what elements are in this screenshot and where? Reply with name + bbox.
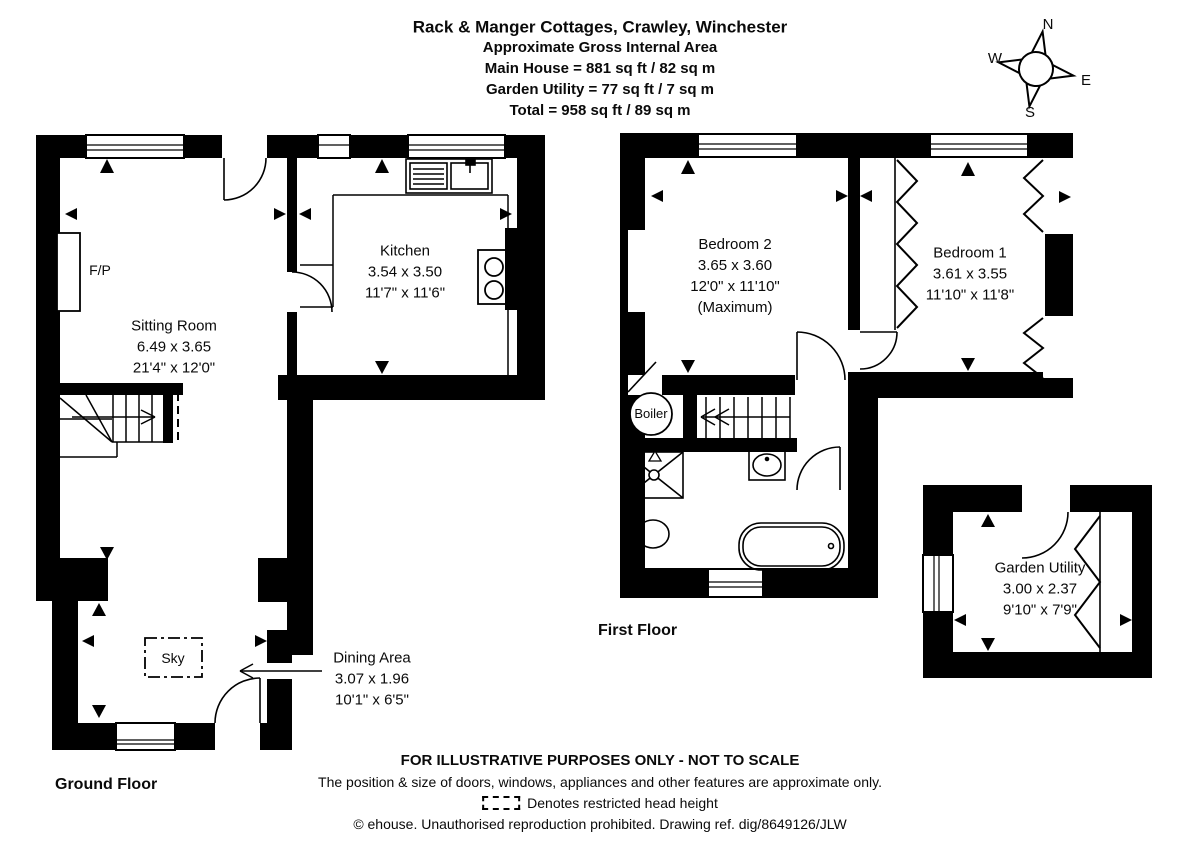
fireplace-label: F/P — [89, 262, 111, 278]
kitchen-label: Kitchen 3.54 x 3.50 11'7" x 11'6" — [365, 241, 445, 304]
compass-south-label: S — [1024, 104, 1036, 121]
restricted-head-height-icon — [482, 796, 521, 810]
room-dims-metric: 3.61 x 3.55 — [932, 265, 1008, 283]
footer-legend-text: Denotes restricted head height — [527, 795, 718, 811]
title-garden-utility-area: Garden Utility = 77 sq ft / 7 sq m — [486, 81, 714, 98]
garden-utility-door-opening — [1022, 485, 1070, 512]
front-door-swing — [223, 157, 267, 201]
room-dims-metric: 3.54 x 3.50 — [367, 263, 443, 281]
basin — [748, 448, 786, 481]
kitchen-sink — [405, 158, 493, 194]
room-dims-metric: 6.49 x 3.65 — [136, 338, 212, 356]
front-door-opening — [222, 135, 267, 158]
room-dims-imperial: 11'10" x 11'8" — [925, 286, 1015, 304]
wardrobe-recess-bottom — [1043, 316, 1073, 378]
compass-east-label: E — [1080, 72, 1092, 89]
sitting-room-label: Sitting Room 6.49 x 3.65 21'4" x 12'0" — [131, 316, 217, 379]
bedroom1-label: Bedroom 1 3.61 x 3.55 11'10" x 11'8" — [926, 243, 1014, 306]
garden-utility-label: Garden Utility 3.00 x 2.37 9'10" x 7'9" — [995, 558, 1086, 621]
bedroom2-label: Bedroom 2 3.65 x 3.60 12'0" x 11'10" (Ma… — [690, 234, 780, 318]
bedroom2-window — [697, 133, 798, 158]
ground-floor-stairs — [59, 394, 163, 458]
first-floor-doors — [627, 331, 898, 491]
page-title: Rack & Manger Cottages, Crawley, Winches… — [412, 17, 788, 37]
dining-label-arrow — [239, 663, 322, 679]
toilet — [620, 518, 670, 550]
room-dims-imperial: 12'0" x 11'10" — [690, 278, 780, 295]
title-main-house-area: Main House = 881 sq ft / 82 sq m — [484, 60, 716, 77]
room-name: Dining Area — [333, 649, 411, 667]
ground-floor-doors — [214, 157, 333, 724]
fireplace — [56, 232, 81, 312]
kitchen-counters — [300, 194, 509, 375]
room-dims-metric: 3.65 x 3.60 — [697, 257, 773, 274]
room-dims-metric: 3.00 x 2.37 — [1002, 580, 1078, 598]
garden-utility-plan — [922, 485, 1152, 678]
first-floor-stairs — [700, 397, 791, 438]
shower — [624, 449, 684, 499]
stairs-up-arrow — [140, 409, 156, 418]
first-floor-measure-arrows — [651, 160, 1071, 373]
room-dims-imperial: 21'4" x 12'0" — [132, 359, 216, 377]
garden-utility-measure-arrows — [954, 514, 1132, 651]
ground-floor-label: Ground Floor — [55, 776, 158, 793]
room-name: Bedroom 2 — [698, 236, 772, 253]
room-note: (Maximum) — [697, 299, 773, 316]
bathroom-door-swing — [796, 446, 841, 491]
ground-floor-measure-arrows — [65, 159, 512, 718]
room-dims-imperial: 11'7" x 11'6" — [364, 284, 446, 302]
stairs-down-arrow — [700, 408, 716, 418]
footer-disclaimer-title: FOR ILLUSTRATIVE PURPOSES ONLY - NOT TO … — [400, 752, 800, 769]
garden-utility-openings — [922, 485, 1070, 613]
room-name: Garden Utility — [994, 559, 1086, 577]
compass-north-label: N — [1042, 16, 1054, 33]
room-dims-imperial: 9'10" x 7'9" — [1003, 601, 1077, 619]
bath — [738, 522, 845, 571]
footer-disclaimer-text: The position & size of doors, windows, a… — [318, 774, 882, 790]
back-door-swing — [214, 677, 261, 724]
chimney-recess — [628, 230, 645, 312]
bedroom1-window — [929, 133, 1029, 158]
kitchen-door-swing — [291, 271, 333, 313]
room-dims-metric: 3.07 x 1.96 — [334, 670, 410, 688]
dining-window — [115, 722, 176, 751]
back-door-opening — [215, 723, 260, 750]
bedroom2-door-swing — [796, 331, 846, 381]
boiler-door-leaf — [627, 361, 657, 393]
room-name: Sitting Room — [131, 317, 217, 335]
kitchen-window — [407, 134, 506, 159]
kitchen-hob — [477, 249, 511, 305]
compass-west-label: W — [987, 50, 1003, 67]
kitchen-window-small — [317, 134, 351, 159]
bathroom-window — [707, 568, 764, 598]
boiler-circle — [629, 392, 673, 436]
room-name: Kitchen — [379, 242, 431, 260]
boiler-label: Boiler — [634, 406, 668, 421]
garden-utility-door-swing — [1021, 511, 1069, 559]
sitting-room-window — [85, 134, 185, 159]
compass-rose-icon — [995, 28, 1077, 110]
ground-floor-plan — [36, 134, 545, 751]
skylight-outline — [144, 637, 203, 678]
bedroom1-door-swing — [859, 331, 898, 370]
garden-utility-window — [922, 554, 954, 613]
room-name: Bedroom 1 — [933, 244, 1007, 262]
garden-utility-wardrobe — [1073, 512, 1102, 652]
title-subtitle: Approximate Gross Internal Area — [482, 39, 718, 56]
first-floor-openings — [628, 133, 1073, 598]
first-floor-label: First Floor — [598, 622, 678, 639]
footer-copyright: © ehouse. Unauthorised reproduction proh… — [353, 816, 847, 832]
first-floor-plan — [620, 133, 1073, 598]
boiler-door-opening — [628, 375, 662, 395]
footer-legend: Denotes restricted head height — [482, 793, 718, 813]
title-total-area: Total = 958 sq ft / 89 sq m — [509, 102, 691, 119]
ground-floor-openings — [85, 134, 506, 751]
skylight-label: Sky — [161, 650, 185, 666]
room-dims-imperial: 10'1" x 6'5" — [335, 691, 409, 709]
bedroom1-wardrobes — [894, 158, 1045, 379]
dining-area-label: Dining Area 3.07 x 1.96 10'1" x 6'5" — [333, 648, 411, 711]
garden-utility-walls — [923, 485, 1152, 678]
